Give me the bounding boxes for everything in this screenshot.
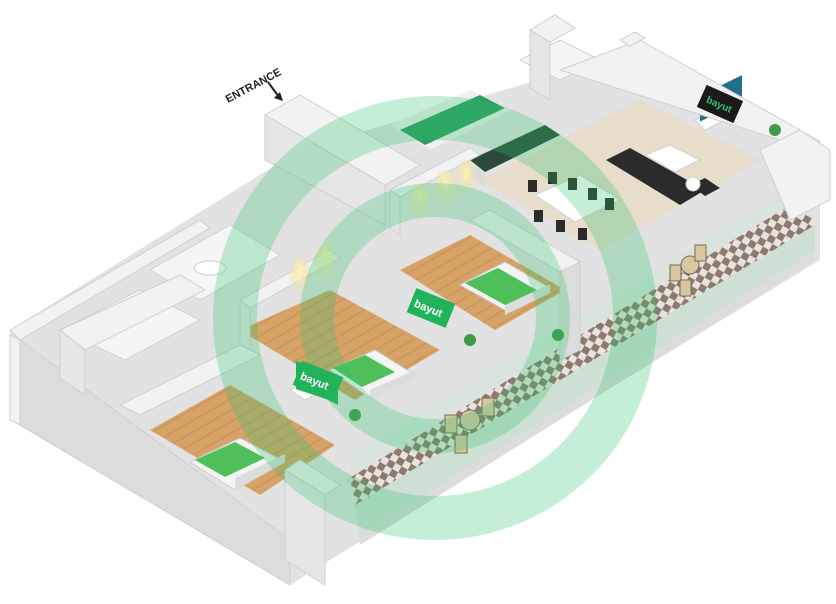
walls (9, 14, 831, 586)
wall-lights (288, 160, 478, 302)
bayut-logo-icon: bayut (406, 288, 456, 328)
dining-table (533, 174, 622, 223)
bed (195, 442, 265, 477)
entrance-arrow-icon (267, 81, 283, 101)
brand-watermark (213, 96, 657, 540)
kitchen (390, 90, 560, 186)
bayut-logo-icon: bayut (696, 84, 744, 124)
balcony-furniture (444, 244, 707, 454)
bayut-logo-icon: bayut (292, 360, 344, 402)
entrance-label: ENTRANCE (224, 66, 284, 105)
bedroom-3 (400, 235, 565, 330)
sofa (606, 148, 705, 205)
entrance-marker: ENTRANCE (224, 66, 284, 105)
bedroom-2 (240, 290, 440, 400)
plants (349, 124, 781, 421)
